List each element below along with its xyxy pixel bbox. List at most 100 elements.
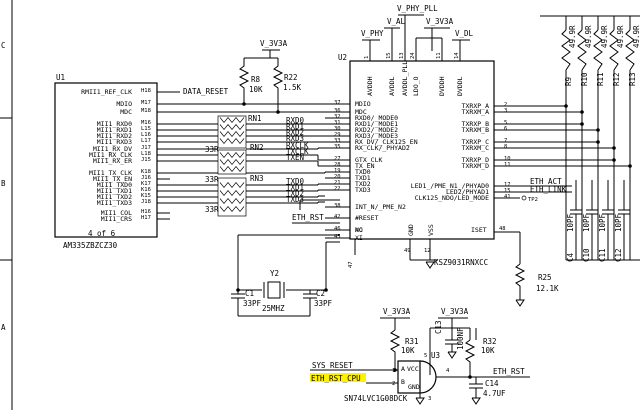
u2-top-pin-num: 15 xyxy=(386,52,392,59)
u2-left-pin-num: 22 xyxy=(334,186,341,192)
u2-left-pin-num: 27 xyxy=(334,156,341,162)
bus-net-label: RXD3 xyxy=(286,134,304,143)
v-3v3a-top-label: V_3V3A xyxy=(426,17,454,26)
u1-pin-num: L17 xyxy=(141,138,151,144)
u2-bottom-pin-name: GND xyxy=(407,224,415,236)
term-resistor xyxy=(625,29,635,71)
bus-net-label: TXD1 xyxy=(286,183,304,192)
u1-pin-name: MII1_RXD2 xyxy=(97,132,132,140)
u1-pin-name: MII1_TXD1 xyxy=(97,187,132,195)
rn-resistor xyxy=(219,158,245,166)
u2-left-pin-name: RXD3/_MODE3 xyxy=(355,132,398,140)
u2-left-pin-name: MDIO xyxy=(355,100,371,108)
u2-left-pin-name: INT_N/_PME_N2 xyxy=(355,203,406,211)
y2-ref: Y2 xyxy=(270,269,279,278)
crystal-circuit: Y2 25MHZ C1 33PF C2 33PF xyxy=(231,234,340,317)
u2-left-pin-num: 19 xyxy=(334,168,341,174)
bus-net-label: TXCLK xyxy=(286,147,309,156)
rn2-value: 33R xyxy=(205,175,219,184)
rn-resistor xyxy=(219,123,245,131)
u2-left-pin-num: 21 xyxy=(334,180,341,186)
u1-pin-num: L16 xyxy=(141,132,151,138)
r31-value: 10K xyxy=(401,346,415,355)
u1-pin-num: K17 xyxy=(141,181,151,187)
u2-top-pin-name: AVDDH xyxy=(366,76,374,96)
bus-net-label: TXEN xyxy=(286,153,304,162)
u3-pin-gnd: GND xyxy=(408,383,420,391)
u1-pin-name: MII1_CRS xyxy=(101,215,132,223)
u1-pin-name: MII1_RX_ER xyxy=(93,157,132,165)
bus-net-label: RXD2 xyxy=(286,128,304,137)
u2-left-pin-num: 36 xyxy=(334,108,341,114)
u2-left-pin-name: XI xyxy=(355,234,363,242)
u2-left-pin-num: 28 xyxy=(334,162,341,168)
u1-pin-name: MII1_RXD3 xyxy=(97,138,132,146)
u2-left-pin-num: 31 xyxy=(334,120,341,126)
u1-pin-num: K18 xyxy=(141,169,151,175)
v-phy-pll-label: V_PHY_PLL xyxy=(397,4,438,13)
junction-dot xyxy=(596,140,600,144)
net-eth-link: ETH_LINK xyxy=(530,185,567,194)
u2-right-pin-name: TXRXP_A xyxy=(462,102,489,110)
v-dl-label: V_DL xyxy=(455,29,474,38)
bus-net-label: RXD0 xyxy=(286,116,305,125)
u2-left-pin-num: 42 xyxy=(334,214,341,220)
u1-pin-num: M17 xyxy=(141,100,151,106)
u2-bottom-circuit: R25 12.1K xyxy=(409,231,559,307)
rn-resistor xyxy=(219,116,245,124)
rn-resistor xyxy=(219,137,245,145)
c14-ref: C14 xyxy=(485,379,499,388)
u1-pin-name: MII1_TXD3 xyxy=(97,199,132,207)
u2-right-pin-num: 17 xyxy=(504,182,511,188)
u2-left-pin-num: 45 xyxy=(334,234,341,240)
u2-left-pin-num: 29 xyxy=(334,132,341,138)
term-res-value: 49.9R xyxy=(616,25,625,48)
u1-pin-name: RMII1_REF_CLK xyxy=(81,88,132,96)
u2-left-pin-name: TX_EN xyxy=(355,162,375,170)
pullup-resistors: V_3V3A R8 10K R22 1.5K xyxy=(238,39,302,114)
u2-left-pin-name: RX_CLK/_PHYAD2 xyxy=(355,144,410,152)
u2-left-pin-num: 46 xyxy=(334,226,341,232)
term-res-ref: R9 xyxy=(564,77,573,86)
cap-value: 10PF xyxy=(566,213,575,232)
y2-value: 25MHZ xyxy=(262,304,285,313)
net-eth-act: ETH_ACT xyxy=(530,177,562,186)
net-eth-rst: ETH_RST xyxy=(292,213,324,222)
cap-ref: C10 xyxy=(582,248,591,262)
u2-top-pin-name: AVDDL_PLL xyxy=(401,61,409,96)
u2-ref: U2 xyxy=(338,53,347,62)
junction-dot xyxy=(612,158,616,162)
rn3-value: 33R xyxy=(205,205,219,214)
u2-right-pin-name: TXRXP_C xyxy=(462,138,489,146)
r32-ref: R32 xyxy=(483,337,497,346)
u2-right-pin-num: 5 xyxy=(504,120,507,126)
u2-right-pin-num: 10 xyxy=(504,156,511,162)
u1-pin-num: H17 xyxy=(141,215,151,221)
u2-left-pin-name: XO xyxy=(355,226,363,234)
u1-pin-num: J15 xyxy=(141,157,151,163)
term-res-value: 49.9R xyxy=(600,25,609,48)
r22-ref: R22 xyxy=(284,73,298,82)
u2-right-pin-num: 3 xyxy=(504,108,507,114)
u2-left-pin-name: TXD0 xyxy=(355,168,371,176)
u3-pin-a: A xyxy=(401,365,405,373)
u2-right-pin-name: TXRXP_B xyxy=(462,120,489,128)
u1-pin-num: M16 xyxy=(141,120,151,126)
u1-pin-num: J17 xyxy=(141,145,151,151)
u2-right-pin-name: CLK125_NDO/LED_MODE xyxy=(415,194,489,202)
u2-bottom-pin-num: 47 xyxy=(348,261,354,268)
u2-top-pin-num: 14 xyxy=(454,52,460,59)
rn1-ref: RN1 xyxy=(248,114,262,123)
u2-left-pin-name: RXD1/_MODE1 xyxy=(355,120,398,128)
c1-value: 33PF xyxy=(243,299,262,308)
cap-value: 10PF xyxy=(598,213,607,232)
junction-dot xyxy=(580,122,584,126)
termination-network: R949.9RR1049.9RR1149.9RR1249.9RR1349.9RE… xyxy=(520,15,640,262)
u2-left-pin-num: 33 xyxy=(334,138,341,144)
r8-ref: R8 xyxy=(251,75,261,84)
rn-resistor xyxy=(219,189,245,197)
u1-pin-num: M18 xyxy=(141,108,151,114)
